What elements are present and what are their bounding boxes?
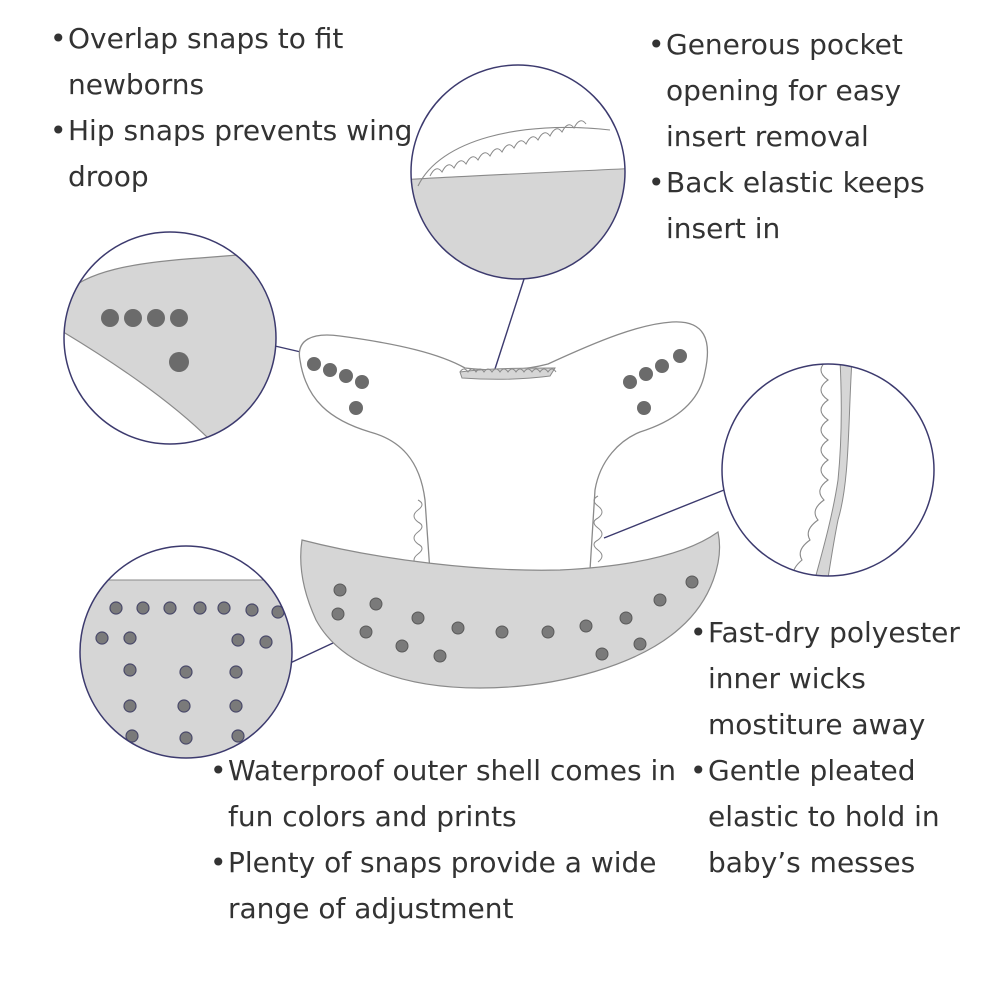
snap bbox=[633, 637, 647, 651]
callout-fit-features: Overlap snaps to fit newborns Hip snaps … bbox=[50, 16, 412, 200]
bullet-line: baby’s messes bbox=[708, 846, 916, 879]
zoom-pleated-elastic bbox=[721, 363, 935, 577]
snap bbox=[333, 583, 347, 597]
snap bbox=[433, 649, 447, 663]
callout-shell-features: Waterproof outer shell comes in fun colo… bbox=[210, 748, 676, 932]
snap bbox=[673, 349, 687, 363]
snap bbox=[163, 601, 177, 615]
wing-snaps bbox=[307, 349, 687, 415]
left-leg-ruffle bbox=[413, 499, 423, 567]
snap bbox=[170, 309, 188, 327]
snap bbox=[229, 665, 243, 679]
snap bbox=[193, 601, 207, 615]
snap bbox=[451, 621, 465, 635]
snap bbox=[136, 601, 150, 615]
snap bbox=[639, 367, 653, 381]
zoom-pocket-opening bbox=[410, 64, 626, 280]
snap bbox=[619, 611, 633, 625]
bullet-line: Hip snaps prevents wing bbox=[68, 114, 413, 147]
snap bbox=[123, 663, 137, 677]
diaper-back-panel bbox=[298, 321, 709, 573]
snap bbox=[124, 309, 142, 327]
bullet-pocket-opening: Generous pocket opening for easy insert … bbox=[648, 22, 925, 160]
snap bbox=[101, 309, 119, 327]
bullet-line: opening for easy bbox=[666, 74, 902, 107]
snap bbox=[355, 375, 369, 389]
snap bbox=[395, 639, 409, 653]
bullet-hip-snaps: Hip snaps prevents wing droop bbox=[50, 108, 412, 200]
bullet-line: Gentle pleated bbox=[708, 754, 916, 787]
snap bbox=[579, 619, 593, 633]
snap bbox=[125, 729, 139, 743]
snap bbox=[595, 647, 609, 661]
bullet-line: newborns bbox=[68, 68, 205, 101]
callout-inner-features: Fast-dry polyester inner wicks mostiture… bbox=[690, 610, 960, 886]
bullet-line: fun colors and prints bbox=[228, 800, 517, 833]
bullet-line: Fast-dry polyester bbox=[708, 616, 960, 649]
zoom-outer-snaps bbox=[79, 545, 293, 759]
callout-pocket-features: Generous pocket opening for easy insert … bbox=[648, 22, 925, 252]
snap bbox=[685, 575, 699, 589]
bullet-line: Waterproof outer shell comes in bbox=[228, 754, 677, 787]
bullet-waterproof-shell: Waterproof outer shell comes in fun colo… bbox=[210, 748, 676, 840]
bullet-line: range of adjustment bbox=[228, 892, 514, 925]
bullet-line: droop bbox=[68, 160, 149, 193]
bullet-line: Generous pocket bbox=[666, 28, 903, 61]
bullet-line: elastic to hold in bbox=[708, 800, 940, 833]
snap bbox=[331, 607, 345, 621]
snap bbox=[245, 603, 259, 617]
back-elastic-ruffle bbox=[459, 368, 557, 373]
right-leg-ruffle bbox=[593, 495, 603, 563]
snap bbox=[339, 369, 353, 383]
snap bbox=[123, 699, 137, 713]
snap bbox=[349, 401, 363, 415]
snap bbox=[259, 635, 273, 649]
snap bbox=[655, 359, 669, 373]
snap bbox=[109, 601, 123, 615]
diaper-illustration bbox=[298, 321, 721, 689]
bullet-polyester-inner: Fast-dry polyester inner wicks mostiture… bbox=[690, 610, 960, 748]
bullet-pleated-elastic: Gentle pleated elastic to hold in baby’s… bbox=[690, 748, 960, 886]
bullet-line: Back elastic keeps bbox=[666, 166, 925, 199]
bullet-line: inner wicks bbox=[708, 662, 866, 695]
snap bbox=[177, 699, 191, 713]
snap bbox=[323, 363, 337, 377]
bullet-line: Plenty of snaps provide a wide bbox=[228, 846, 657, 879]
snap bbox=[637, 401, 651, 415]
connector-pocket bbox=[493, 275, 526, 373]
snap bbox=[179, 665, 193, 679]
bullet-plenty-snaps: Plenty of snaps provide a wide range of … bbox=[210, 840, 676, 932]
snap bbox=[307, 357, 321, 371]
snap bbox=[231, 729, 245, 743]
snap bbox=[169, 352, 189, 372]
bullet-line: mostiture away bbox=[708, 708, 926, 741]
bullet-line: Overlap snaps to fit bbox=[68, 22, 344, 55]
snap bbox=[95, 631, 109, 645]
snap bbox=[123, 631, 137, 645]
snap bbox=[411, 611, 425, 625]
front-snaps bbox=[331, 575, 699, 663]
zoom-hip-snaps bbox=[63, 231, 277, 445]
snap bbox=[653, 593, 667, 607]
snap bbox=[217, 601, 231, 615]
snap bbox=[369, 597, 383, 611]
snap bbox=[495, 625, 509, 639]
bullet-overlap-snaps: Overlap snaps to fit newborns bbox=[50, 16, 412, 108]
bullet-line: insert removal bbox=[666, 120, 869, 153]
snap bbox=[231, 633, 245, 647]
snap bbox=[541, 625, 555, 639]
bullet-line: insert in bbox=[666, 212, 781, 245]
snap bbox=[147, 309, 165, 327]
bullet-back-elastic: Back elastic keeps insert in bbox=[648, 160, 925, 252]
snap bbox=[359, 625, 373, 639]
snap bbox=[623, 375, 637, 389]
connector-inner bbox=[603, 489, 725, 539]
snap bbox=[229, 699, 243, 713]
snap bbox=[179, 731, 193, 745]
